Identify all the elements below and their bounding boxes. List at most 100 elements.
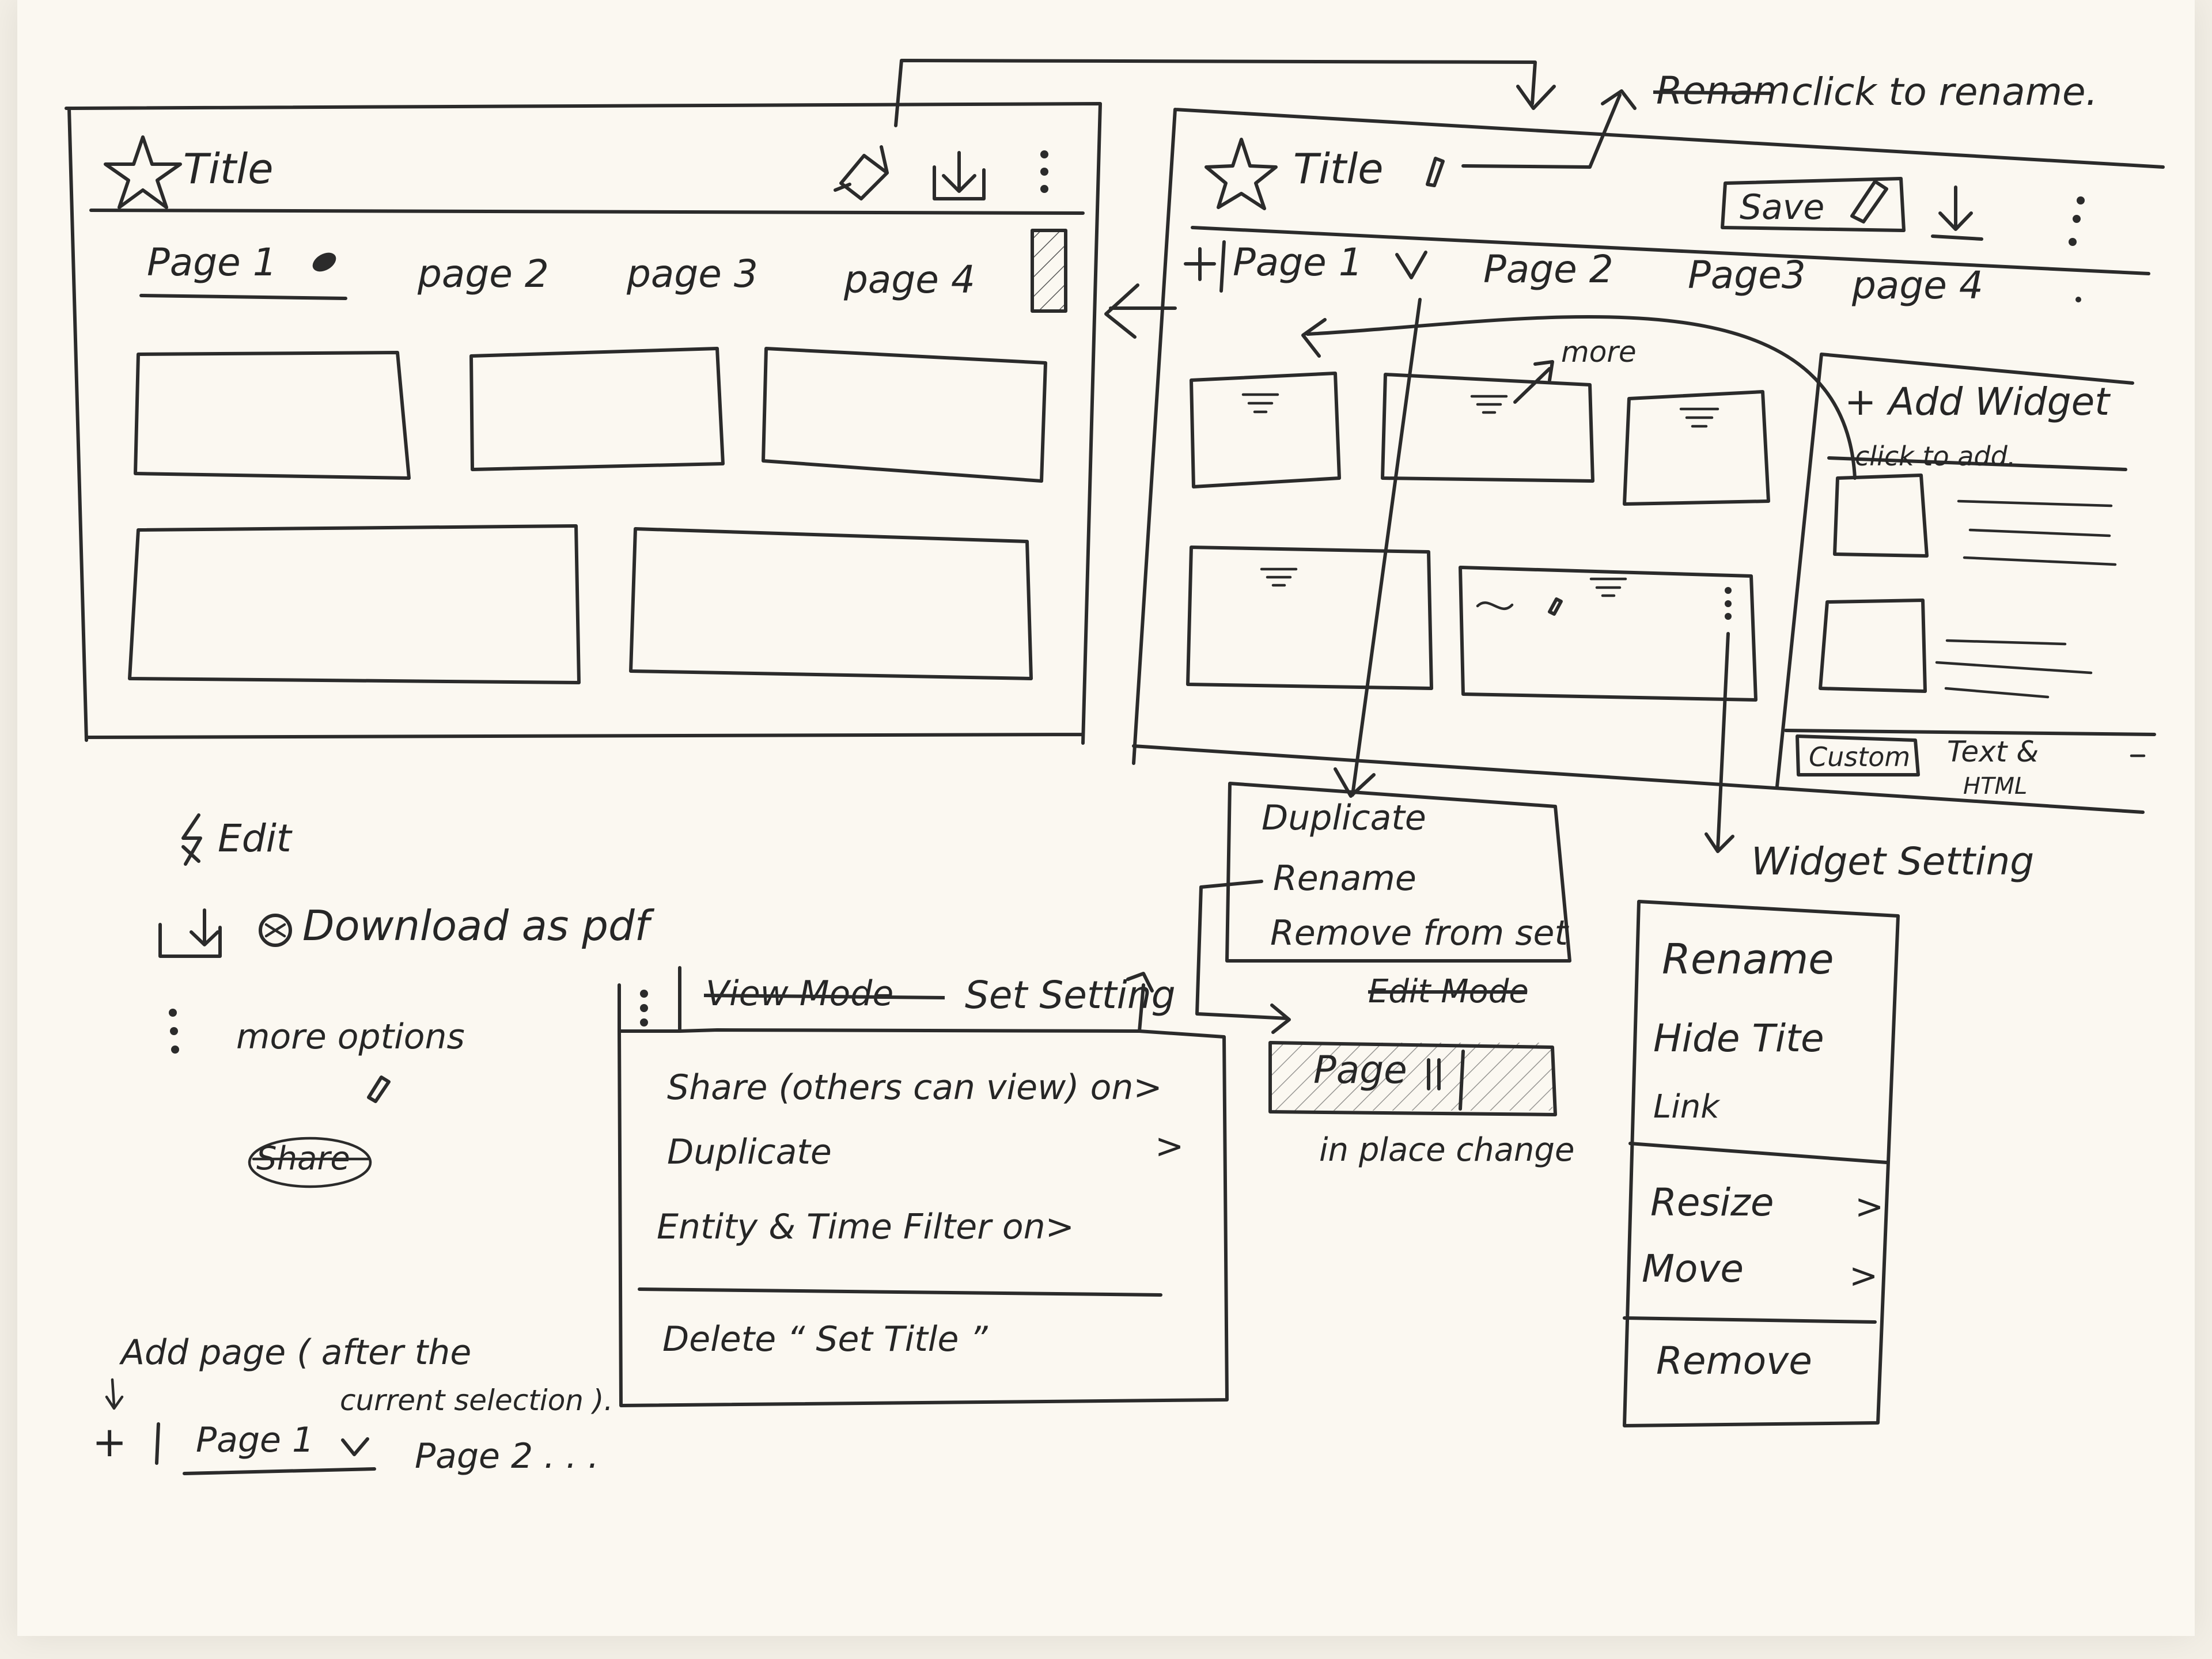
edit-icon[interactable]: [834, 145, 889, 200]
chevron-right-icon: >: [1849, 1256, 1878, 1296]
widget-menu-divider: [1628, 1142, 1888, 1164]
edit-tab-page-3[interactable]: Page3: [1688, 253, 1806, 297]
view-tab-page-2[interactable]: page 2: [417, 252, 549, 296]
rename-connector: [1461, 89, 1637, 169]
download-icon[interactable]: [1931, 185, 1983, 241]
edit-icon: [1548, 597, 1563, 616]
more-vertical-icon: [169, 1009, 179, 1054]
widget-setting-menu: Widget Setting Rename Hide Tite Link Res…: [1623, 839, 2034, 1427]
add-page-note: Add page ( after the current selection )…: [92, 1332, 613, 1476]
menu-item-duplicate[interactable]: Duplicate: [667, 1132, 832, 1172]
add-page-tab-1[interactable]: Page 1: [196, 1420, 314, 1460]
edit-widget-5[interactable]: [1459, 566, 1758, 702]
edit-icon[interactable]: [1426, 157, 1445, 187]
page-menu-remove[interactable]: Remove from set: [1270, 913, 1569, 953]
legend-more: more options: [236, 1017, 465, 1057]
download-icon[interactable]: [933, 151, 986, 200]
chevron-down-icon[interactable]: [1395, 251, 1427, 279]
view-tab-page-1[interactable]: Page 1: [147, 240, 277, 285]
lines-icon: [1589, 577, 1627, 597]
edit-title[interactable]: Title: [1293, 145, 1384, 193]
more-vertical-icon[interactable]: [618, 966, 681, 1033]
widget-menu-hide-title[interactable]: Hide Tite: [1653, 1016, 1824, 1060]
more-vertical-icon[interactable]: [1040, 150, 1048, 193]
add-widget-hint: click to add.: [1855, 441, 2016, 472]
widget-menu-rename[interactable]: Rename: [1662, 935, 1834, 983]
menu-item-delete[interactable]: Delete “ Set Title ”: [662, 1319, 988, 1359]
edit-tab-page-1[interactable]: Page 1: [1233, 240, 1363, 285]
view-mode-wireframe: Title Page 1 page 2 page 3: [65, 102, 1102, 745]
legend-edit: Edit: [218, 816, 293, 861]
add-page-tab-2[interactable]: Page 2 . . .: [415, 1436, 599, 1476]
text-html-label-2[interactable]: HTML: [1963, 773, 2027, 800]
lines-icon: [1679, 407, 1719, 428]
view-tab-page-3[interactable]: page 3: [626, 252, 758, 296]
paper-sheet: [17, 0, 2195, 1636]
menu-divider: [638, 1287, 1162, 1297]
view-widget-2: [469, 347, 725, 471]
chevron-right-icon: >: [1855, 1187, 1884, 1227]
add-widget-connector: [1301, 315, 1857, 480]
svg-text:Custom: Custom: [1809, 741, 1910, 772]
edit-header-divider: [1191, 226, 2150, 275]
icon-legend: Edit Download as pdf more options Share: [158, 813, 655, 1188]
widget-thumb-2[interactable]: [1819, 599, 1927, 693]
widget-menu-move[interactable]: Move: [1642, 1247, 1744, 1291]
set-setting-menu: View Mode Set Setting Share (others can …: [618, 966, 1229, 1407]
widget-menu-remove[interactable]: Remove: [1656, 1339, 1812, 1383]
edit-widget-1[interactable]: [1190, 372, 1341, 488]
inplace-connector: [1195, 880, 1291, 1034]
download-icon: [158, 908, 222, 958]
view-header-divider: [89, 209, 1085, 215]
set-setting-header-struck: View Mode: [706, 974, 893, 1014]
view-widget-5: [629, 527, 1033, 680]
edit-icon: [367, 1075, 391, 1103]
view-widget-1: [134, 351, 411, 480]
view-tab-underline: [139, 294, 347, 300]
edit-tab-page-4[interactable]: page 4: [1851, 263, 1983, 308]
edit-widget-3[interactable]: [1623, 390, 1770, 506]
add-widget-title[interactable]: + Add Widget: [1844, 380, 2111, 424]
menu-item-share[interactable]: Share (others can view) on>: [667, 1067, 1162, 1108]
custom-button[interactable]: Custom: [1796, 734, 1920, 777]
connector-top: [894, 59, 1537, 127]
rename-squiggle: [1476, 601, 1514, 610]
page-context-menu: Duplicate Rename Remove from set Edit Mo…: [1195, 782, 1574, 1169]
arrow-icon: [105, 1378, 124, 1410]
save-button[interactable]: Save: [1721, 177, 1906, 232]
inplace-page-tab[interactable]: Page: [1268, 1041, 1557, 1116]
edit-frame: [1132, 108, 2165, 814]
text-html-label[interactable]: Text &: [1947, 735, 2039, 768]
chevron-right-icon: >: [1155, 1126, 1184, 1166]
more-vertical-icon[interactable]: [1725, 587, 1732, 620]
widget-menu-divider: [1623, 1316, 1877, 1324]
page-menu-duplicate[interactable]: Duplicate: [1262, 798, 1426, 838]
arrow-icon: [1126, 972, 1154, 1033]
more-callout: more: [1561, 335, 1637, 369]
edit-widget-4[interactable]: [1186, 546, 1433, 690]
page-menu-rename[interactable]: Rename: [1273, 858, 1416, 899]
svg-text:Page: Page: [1313, 1048, 1407, 1092]
add-page-underline: [183, 1467, 376, 1475]
plus-icon[interactable]: +: [92, 1418, 127, 1466]
widget-menu-link[interactable]: Link: [1653, 1088, 1721, 1126]
edit-widget-2[interactable]: [1381, 373, 1594, 483]
edit-mode-wireframe: Title Renam click to rename. Save: [1132, 69, 2165, 853]
widget-setting-title: Widget Setting: [1751, 839, 2034, 884]
inplace-note: in place change: [1319, 1131, 1574, 1169]
add-page-note-line2: current selection ).: [340, 1384, 613, 1417]
star-icon: [104, 135, 182, 209]
plus-icon[interactable]: [1184, 240, 1226, 293]
widget-thumb-1[interactable]: [1833, 474, 1929, 558]
view-tab-page-4[interactable]: page 4: [843, 257, 975, 302]
edit-icon: [312, 252, 336, 272]
chevron-down-icon[interactable]: [341, 1437, 369, 1456]
menu-item-entity-time-filter[interactable]: Entity & Time Filter on>: [657, 1207, 1074, 1247]
tab-scroll-hatch: [1031, 229, 1067, 313]
widget-menu-resize[interactable]: Resize: [1650, 1180, 1774, 1225]
more-vertical-icon[interactable]: [2069, 196, 2085, 246]
star-icon: [1205, 138, 1278, 210]
edit-tab-page-2[interactable]: Page 2: [1483, 247, 1613, 291]
